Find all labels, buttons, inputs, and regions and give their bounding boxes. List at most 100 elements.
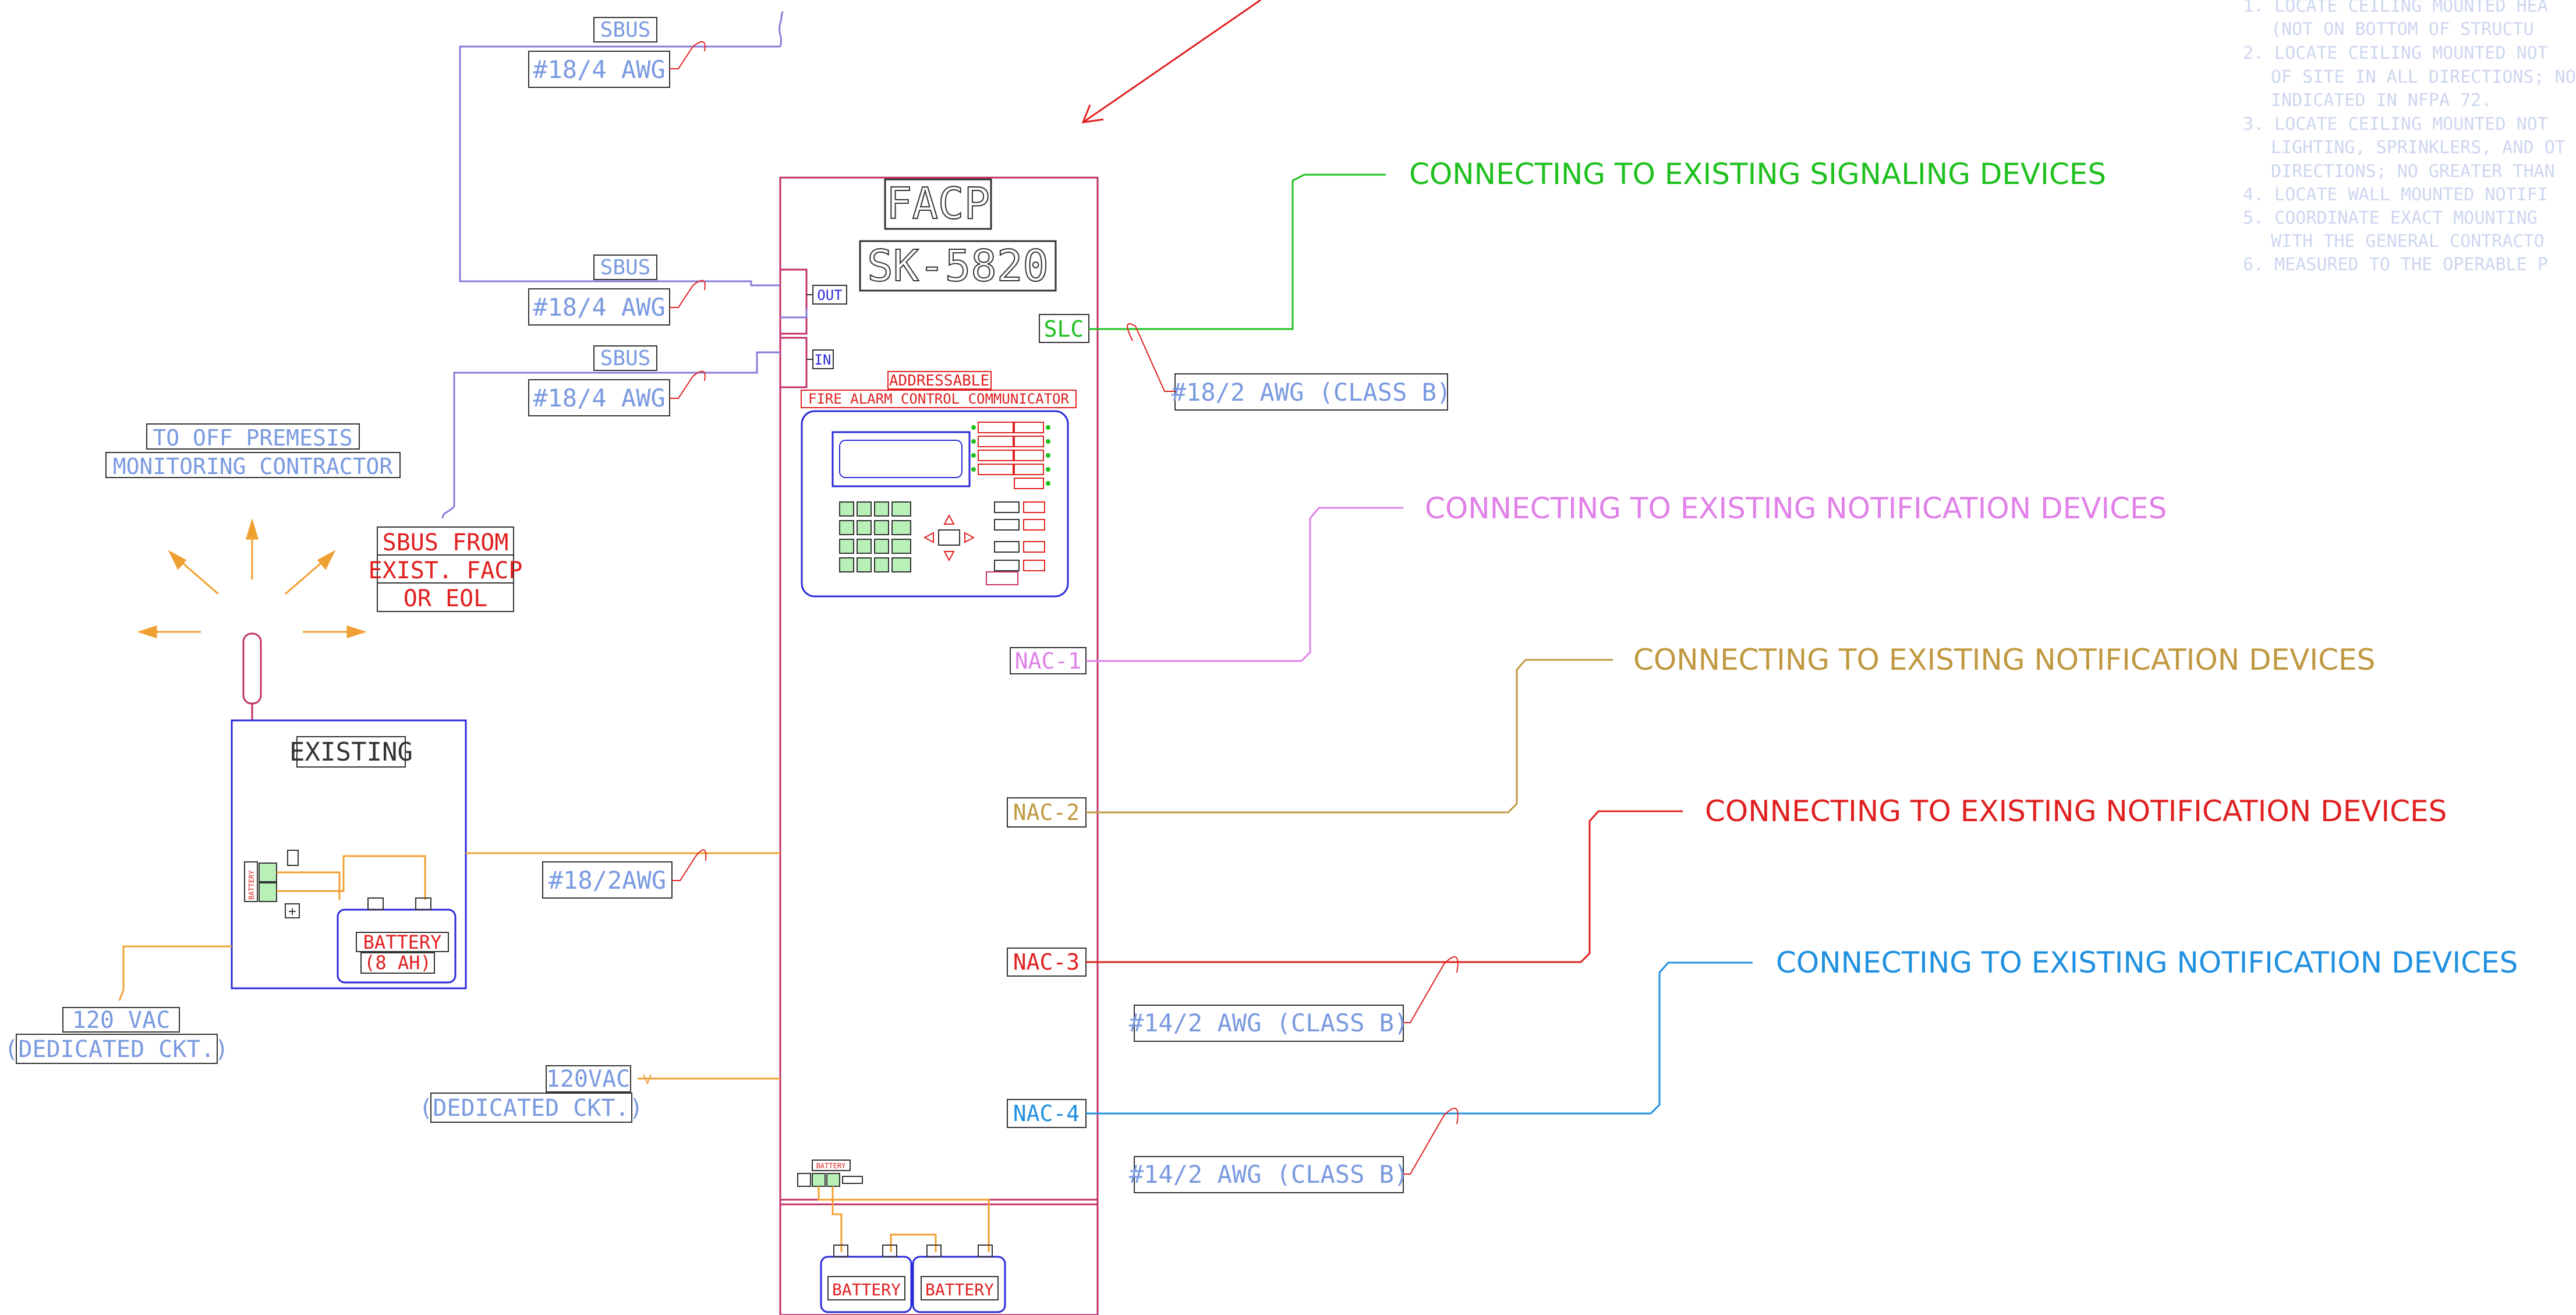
svg-text:SBUS FROM: SBUS FROM — [383, 529, 509, 556]
sbus-label-3: SBUS — [593, 345, 657, 371]
nac-4-wiring — [1086, 961, 1753, 1115]
svg-text:#14/2 AWG (CLASS B): #14/2 AWG (CLASS B) — [1129, 1160, 1409, 1189]
facp-model: SK-5820 — [867, 241, 1049, 291]
slc-wiring — [1089, 174, 1386, 330]
facp-subtitle: FIRE ALARM CONTROL COMMUNICATOR — [808, 391, 1069, 407]
svg-text:#18/4 AWG: #18/4 AWG — [533, 293, 666, 321]
existing-battery: BATTERY (8 AH) — [337, 897, 457, 984]
out-terminal: OUT — [779, 268, 847, 335]
svg-text:EXIST. FACP: EXIST. FACP — [369, 557, 523, 584]
svg-text:BATTERY: BATTERY — [247, 870, 256, 900]
svg-text:SBUS: SBUS — [600, 18, 651, 42]
facp-model-box — [859, 240, 1057, 292]
nac-2-connection-label: CONNECTING TO EXISTING NOTIFICATION DEVI… — [1633, 643, 2375, 677]
svg-text:120VAC: 120VAC — [546, 1066, 631, 1093]
svg-text:4. LOCATE WALL MOUNTED NOTIFI: 4. LOCATE WALL MOUNTED NOTIFI — [2243, 185, 2548, 205]
svg-text:INDICATED IN NFPA 72.: INDICATED IN NFPA 72. — [2271, 90, 2492, 111]
existing-battery-wiring — [122, 852, 780, 990]
slc-wire-label: #18/2 AWG (CLASS B) — [1127, 323, 1451, 411]
existing-wire-label: #18/2AWG — [542, 849, 707, 899]
svg-text:#14/2 AWG (CLASS B): #14/2 AWG (CLASS B) — [1129, 1009, 1409, 1037]
nac-3-label: NAC-3 — [1013, 949, 1080, 975]
svg-text:120 VAC: 120 VAC — [72, 1007, 171, 1034]
sbus-wire-label-2: #18/4 AWG — [528, 280, 706, 326]
svg-text:TO OFF PREMESIS: TO OFF PREMESIS — [153, 425, 352, 451]
facp-battery-1: BATTERY — [820, 1245, 912, 1313]
sbus-wire-label-1: #18/4 AWG — [528, 41, 706, 88]
svg-text:BATTERY: BATTERY — [363, 931, 442, 953]
numeric-keypad — [839, 501, 911, 572]
existing-terminal: BATTERY + — [244, 850, 300, 919]
nac-1-label: NAC-1 — [1015, 648, 1081, 674]
svg-text:(NOT ON BOTTOM OF STRUCTU: (NOT ON BOTTOM OF STRUCTU — [2271, 19, 2534, 40]
status-leds — [971, 422, 1050, 489]
facp-battery-2: BATTERY — [912, 1245, 1006, 1313]
nac-4-connection-label: CONNECTING TO EXISTING NOTIFICATION DEVI… — [1776, 946, 2518, 980]
radio-antenna-icon — [137, 518, 367, 639]
svg-text:MONITORING CONTRACTOR: MONITORING CONTRACTOR — [113, 454, 393, 479]
svg-text:(DEDICATED CKT.): (DEDICATED CKT.) — [4, 1036, 228, 1063]
in-label: IN — [815, 352, 831, 368]
facp-battery-1-label: BATTERY — [832, 1280, 901, 1299]
power-left-label: 120 VAC (DEDICATED CKT.) — [4, 989, 229, 1064]
sbus-label-1: SBUS — [593, 17, 657, 43]
nac-4-label: NAC-4 — [1013, 1101, 1080, 1126]
addressable-label: ADDRESSABLE — [889, 372, 989, 390]
facp-battery-terminal: BATTERY — [797, 1160, 863, 1187]
svg-text:#18/4 AWG: #18/4 AWG — [533, 384, 666, 412]
svg-text:#18/4 AWG: #18/4 AWG — [533, 55, 666, 84]
facp-title-box — [884, 178, 992, 230]
facp-cabinet — [779, 176, 1099, 1315]
nac-3-connection-label: CONNECTING TO EXISTING NOTIFICATION DEVI… — [1705, 794, 2447, 828]
svg-text:+: + — [288, 904, 296, 919]
existing-title: EXISTING — [289, 737, 413, 767]
svg-text:1. LOCATE CEILING MOUNTED HEA: 1. LOCATE CEILING MOUNTED HEA — [2243, 0, 2548, 16]
power-right-label: 120VAC (DEDICATED CKT.) — [419, 1065, 780, 1123]
facp-title: FACP — [886, 179, 990, 229]
navigation-pad — [923, 514, 975, 562]
sbus-label-2: SBUS — [593, 254, 657, 280]
notes: 1. LOCATE CEILING MOUNTED HEA (NOT ON BO… — [2243, 0, 2576, 275]
nac-2-label: NAC-2 — [1013, 800, 1080, 825]
svg-text:SBUS: SBUS — [600, 256, 651, 280]
in-terminal: IN — [779, 337, 834, 388]
sbus-wiring — [441, 10, 808, 519]
nac-3-wire-label: #14/2 AWG (CLASS B) — [1129, 956, 1459, 1042]
nac-3-wiring — [1086, 810, 1683, 963]
svg-text:OF SITE IN ALL DIRECTIONS; NO: OF SITE IN ALL DIRECTIONS; NO — [2271, 67, 2576, 87]
out-label: OUT — [817, 287, 842, 303]
pointer-arrow — [1081, 0, 1261, 123]
function-buttons — [986, 501, 1045, 585]
svg-text:6. MEASURED TO THE OPERABLE P: 6. MEASURED TO THE OPERABLE P — [2243, 254, 2548, 275]
nac-1-connection-label: CONNECTING TO EXISTING NOTIFICATION DEVI… — [1425, 492, 2167, 525]
svg-text:5. COORDINATE EXACT MOUNTING: 5. COORDINATE EXACT MOUNTING — [2243, 208, 2538, 228]
slc-label: SLC — [1044, 316, 1084, 342]
signaling-connection-label: CONNECTING TO EXISTING SIGNALING DEVICES — [1409, 157, 2106, 191]
addressable-box — [887, 371, 992, 390]
svg-text:3. LOCATE CEILING MOUNTED NOT: 3. LOCATE CEILING MOUNTED NOT — [2243, 114, 2548, 135]
nac-2-wiring — [1086, 659, 1613, 814]
svg-text:#18/2 AWG (CLASS B): #18/2 AWG (CLASS B) — [1172, 378, 1451, 406]
svg-text:SBUS: SBUS — [600, 347, 651, 370]
svg-text:DIRECTIONS; NO GREATER THAN: DIRECTIONS; NO GREATER THAN — [2271, 161, 2555, 182]
nac-4-wire-label: #14/2 AWG (CLASS B) — [1129, 1108, 1459, 1193]
svg-text:LIGHTING, SPRINKLERS, AND OT: LIGHTING, SPRINKLERS, AND OT — [2271, 137, 2566, 158]
monitoring-label: TO OFF PREMESIS MONITORING CONTRACTOR — [105, 423, 401, 479]
facp-battery-wiring — [818, 1186, 990, 1252]
svg-text:(8 AH): (8 AH) — [364, 952, 431, 974]
svg-text:(DEDICATED CKT.): (DEDICATED CKT.) — [419, 1095, 643, 1122]
facp-battery-2-label: BATTERY — [925, 1280, 994, 1299]
svg-text:2. LOCATE CEILING MOUNTED NOT: 2. LOCATE CEILING MOUNTED NOT — [2243, 43, 2548, 63]
nac-1-wiring — [1086, 507, 1403, 662]
facp-subtitle-box — [801, 390, 1077, 408]
svg-text:BATTERY: BATTERY — [816, 1162, 846, 1170]
existing-panel: EXISTING — [231, 719, 467, 989]
sbus-wire-label-3: #18/4 AWG — [528, 370, 706, 416]
svg-text:#18/2AWG: #18/2AWG — [549, 866, 666, 895]
antenna-mast — [242, 632, 262, 720]
facp-annunciator — [801, 410, 1069, 598]
sbus-from-label: SBUS FROM EXIST. FACP OR EOL — [369, 526, 523, 612]
svg-text:WITH THE GENERAL CONTRACTO: WITH THE GENERAL CONTRACTO — [2271, 231, 2545, 252]
svg-text:OR EOL: OR EOL — [404, 585, 488, 612]
